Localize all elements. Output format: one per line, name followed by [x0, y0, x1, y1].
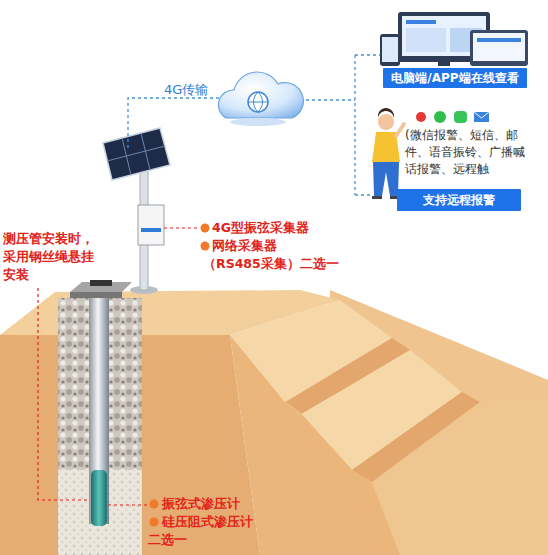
phone — [380, 34, 400, 66]
cover-plate-edge — [70, 292, 122, 298]
transmission-bracket — [294, 55, 380, 195]
bullet-dot — [150, 500, 159, 509]
screen-bar — [406, 20, 436, 24]
alarm-icon — [416, 112, 426, 122]
bullet-dot — [201, 242, 210, 251]
callout-text: (微信报警、短信、邮件、语音振铃、广播喊话报警、远程触 — [405, 127, 529, 178]
person-shoe — [372, 196, 382, 199]
box-text: 支持远程报警 — [423, 192, 495, 209]
cloud-globe — [248, 92, 268, 112]
ground-low — [372, 398, 548, 555]
person-pants — [373, 162, 399, 196]
callout-text: （RS485采集） — [203, 256, 303, 272]
mail-icon — [474, 112, 489, 122]
sand-fill — [58, 470, 142, 555]
laptop — [470, 30, 528, 66]
person-hair — [378, 108, 394, 120]
callout-text: 4G型振弦采集器 — [212, 220, 362, 236]
cloud-icon — [218, 72, 303, 118]
screen-panel — [406, 28, 446, 52]
blue-label-box: 电脑端/APP端在线查看 — [383, 68, 527, 88]
callout-text: 振弦式渗压计 — [162, 496, 312, 512]
leader-line — [108, 504, 148, 505]
person-head — [378, 114, 394, 130]
solar-panel — [103, 128, 170, 180]
person-arm — [396, 124, 404, 136]
piezometer-sensor — [91, 470, 107, 526]
sms-icon — [454, 111, 467, 123]
bullet-dot — [201, 224, 210, 233]
link-label: 4G传输 — [164, 82, 234, 98]
callout-text: 硅压阻式渗压计 — [162, 514, 312, 530]
transmission-line — [128, 98, 222, 148]
collector-stripe — [141, 228, 161, 232]
callout-text: 网络采集器 — [212, 238, 362, 254]
cloud-base — [230, 118, 286, 126]
globe-lines — [248, 92, 268, 112]
mail-flap — [474, 112, 489, 118]
phone-screen — [382, 37, 398, 62]
slope-side — [230, 335, 400, 555]
laptop-screen — [473, 33, 525, 61]
monitor-stand — [438, 62, 450, 66]
callout-text: 测压管安装时，采用钢丝绳悬挂安装 — [3, 230, 103, 284]
leader-line — [38, 288, 90, 500]
screen-bar — [477, 38, 521, 42]
blue-label-box: 支持远程报警 — [397, 189, 521, 211]
solar-grid — [107, 133, 165, 175]
box-text: 电脑端/APP端在线查看 — [391, 70, 518, 87]
callout-text: 二选一 — [300, 256, 360, 272]
pipe-cap — [90, 280, 112, 286]
collector-box — [138, 205, 164, 245]
wechat-icon — [434, 111, 446, 123]
leader-line — [164, 227, 200, 228]
callout-text: 二选一 — [148, 532, 228, 548]
bullet-dot — [150, 518, 159, 527]
